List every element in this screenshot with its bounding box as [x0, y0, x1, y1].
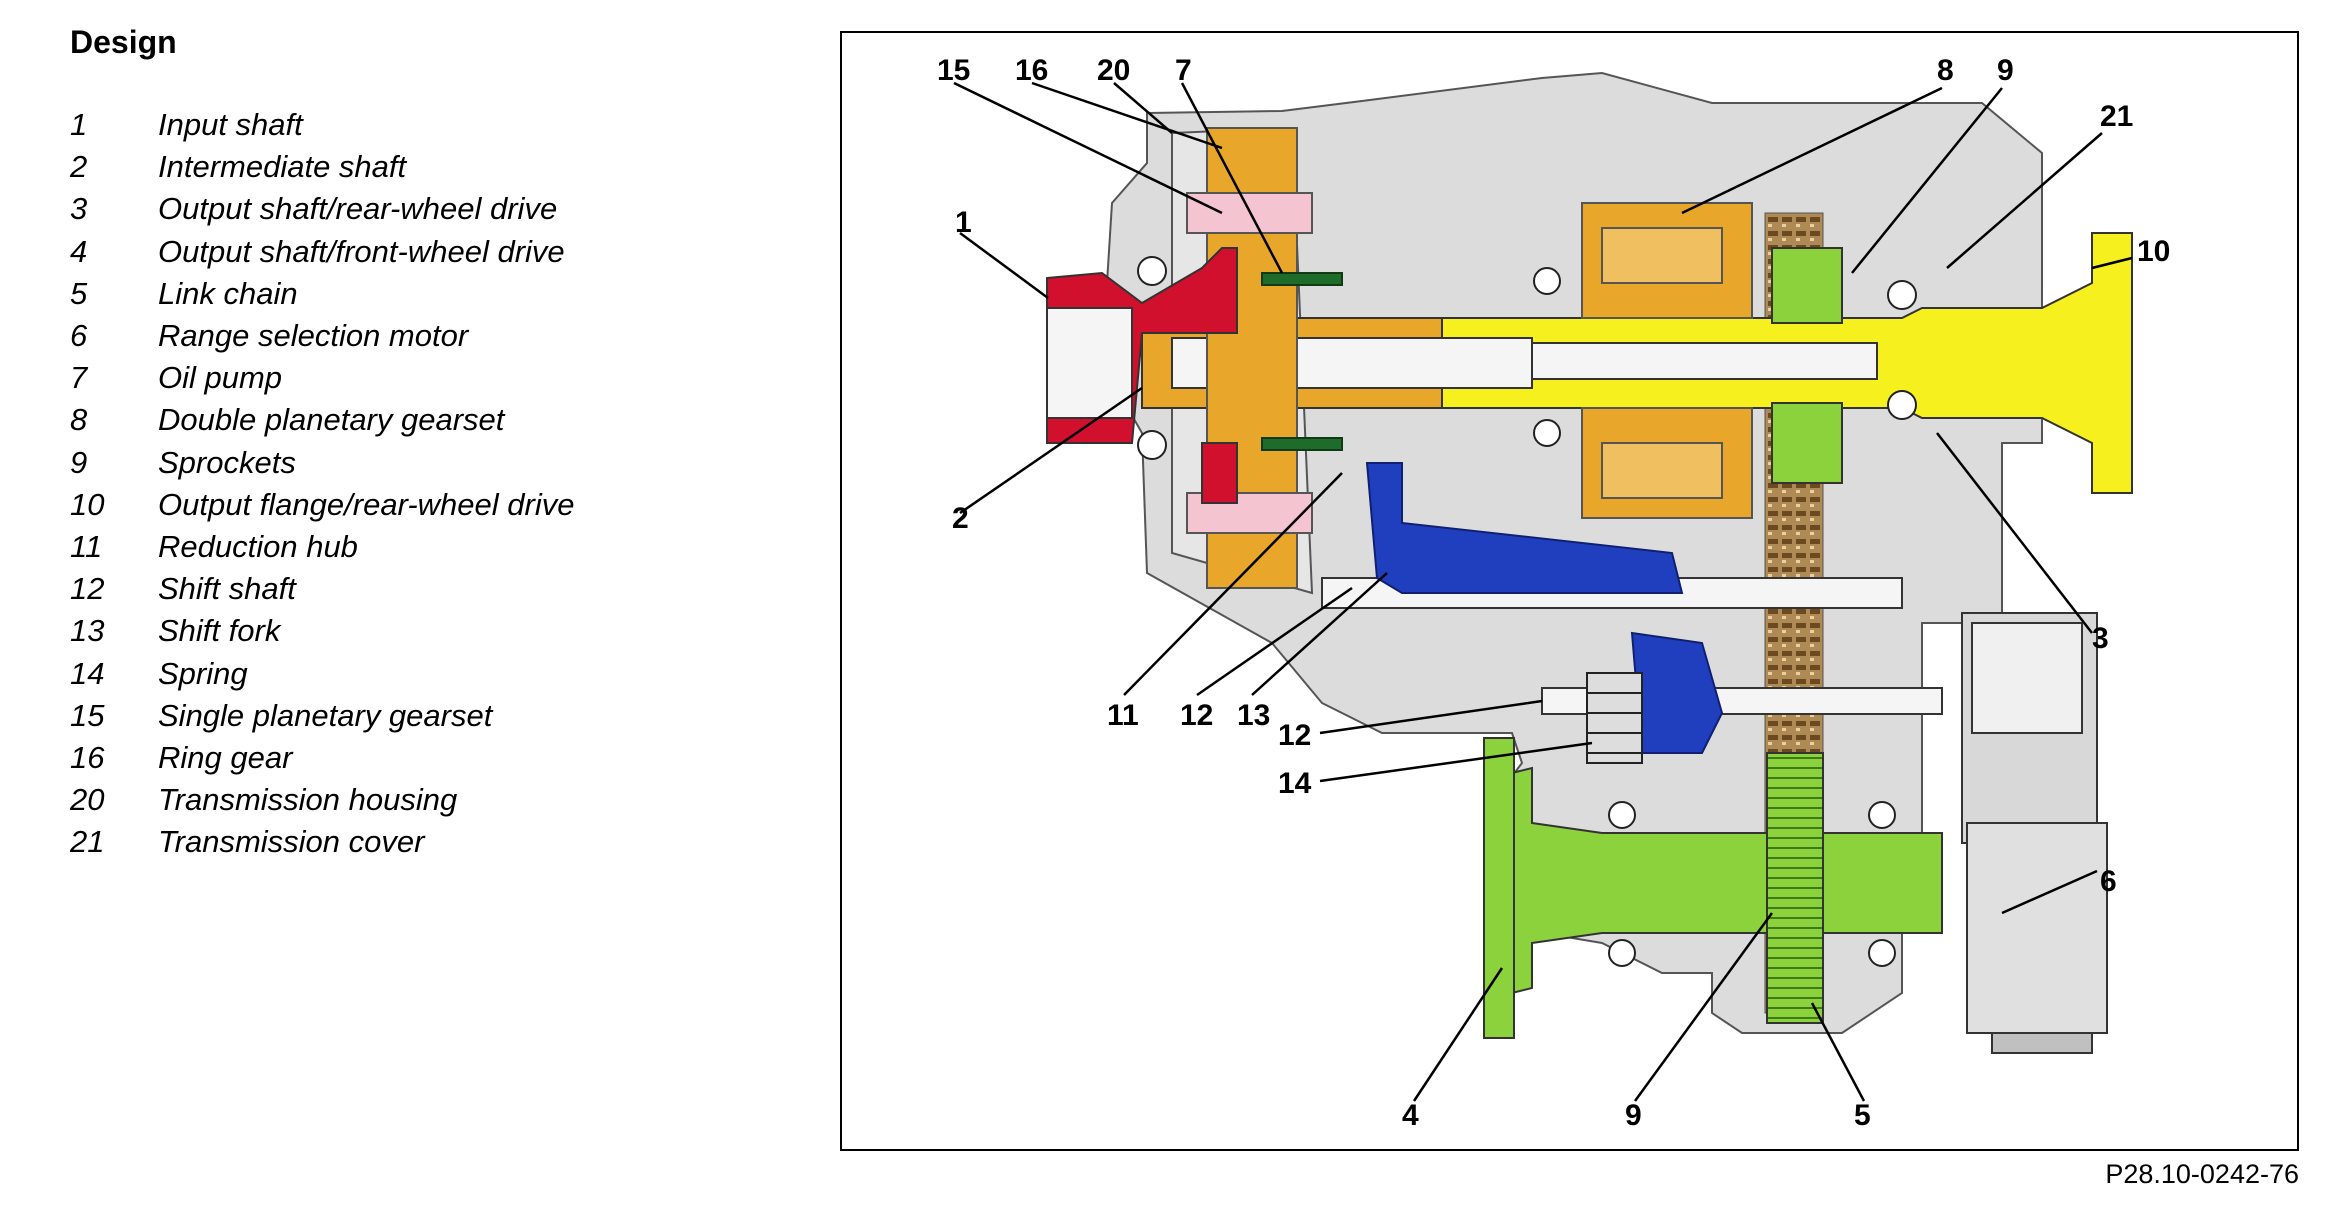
diagram-frame: 15 16 20 7 8 9 21 1 10 2 3 11 12 13 12 1… [840, 31, 2299, 1151]
callout-label: 15 [937, 54, 970, 87]
legend-number: 21 [70, 824, 105, 860]
legend-number: 9 [70, 444, 88, 480]
legend-number: 13 [70, 613, 105, 649]
legend-number: 11 [70, 528, 103, 564]
legend-number: 1 [70, 107, 88, 143]
legend-item: 14 Spring [70, 652, 574, 694]
input-shaft [1046, 247, 1238, 504]
legend-item: 20 Transmission housing [70, 779, 574, 821]
lower-bearings [1608, 801, 1896, 967]
legend-number: 16 [70, 739, 105, 775]
legend-label: Oil pump [158, 360, 283, 396]
callout-label: 16 [1015, 54, 1048, 87]
callout-label: 2 [952, 502, 969, 535]
legend-number: 14 [70, 655, 105, 691]
shift-fork [1365, 462, 1724, 754]
callout-label: 14 [1278, 767, 1312, 800]
legend-item: 9 Sprockets [70, 442, 574, 484]
upper-sprocket [1771, 247, 1843, 484]
callout-label: 4 [1402, 1099, 1419, 1132]
callout-label: 3 [2092, 622, 2109, 655]
legend-number: 6 [70, 318, 88, 354]
legend-label: Shift fork [158, 613, 281, 649]
transfer-case-cutaway: 15 16 20 7 8 9 21 1 10 2 3 11 12 13 12 1… [937, 54, 2170, 1132]
double-planetary-gearset [1581, 202, 1753, 519]
legend-item: 6 Range selection motor [70, 315, 574, 357]
legend-item: 15 Single planetary gearset [70, 695, 574, 737]
legend-label: Transmission housing [158, 782, 458, 818]
legend-item: 2 Intermediate shaft [70, 146, 574, 188]
legend-item: 7 Oil pump [70, 357, 574, 399]
callout-labels: 15 16 20 7 8 9 21 1 10 2 3 11 12 13 12 1… [937, 54, 2170, 1132]
legend-number: 15 [70, 697, 105, 733]
range-selection-motor [1961, 612, 2108, 1054]
figure-reference: P28.10-0242-76 [2105, 1159, 2299, 1189]
legend-item: 1 Input shaft [70, 104, 574, 146]
legend-item: 13 Shift fork [70, 610, 574, 652]
legend-number: 2 [70, 149, 88, 185]
legend-number: 4 [70, 233, 88, 269]
legend-label: Double planetary gearset [158, 402, 505, 438]
legend-label: Output shaft/rear-wheel drive [158, 191, 558, 227]
legend-item: 12 Shift shaft [70, 568, 574, 610]
legend-label: Sprockets [158, 444, 296, 480]
legend-number: 10 [70, 486, 105, 522]
legend-number: 12 [70, 571, 105, 607]
callout-label: 10 [2137, 235, 2170, 268]
callout-label: 20 [1097, 54, 1130, 87]
oil-pump [1261, 272, 1343, 451]
leader-lines [953, 81, 2133, 1102]
legend-label: Input shaft [158, 107, 303, 143]
legend-label: Spring [158, 655, 248, 691]
legend-label: Ring gear [158, 739, 293, 775]
legend-item: 11 Reduction hub [70, 526, 574, 568]
legend-label: Reduction hub [158, 528, 358, 564]
callout-label: 6 [2100, 865, 2117, 898]
legend-label: Shift shaft [158, 571, 296, 607]
legend-item: 16 Ring gear [70, 737, 574, 779]
legend-label: Range selection motor [158, 318, 469, 354]
legend-label: Intermediate shaft [158, 149, 407, 185]
callout-label: 12 [1180, 699, 1213, 732]
legend-label: Single planetary gearset [158, 697, 493, 733]
callout-label: 8 [1937, 54, 1954, 87]
legend-number: 3 [70, 191, 88, 227]
section-title: Design [70, 24, 177, 60]
legend-label: Output flange/rear-wheel drive [158, 486, 575, 522]
upper-bearings [1137, 256, 1917, 460]
legend-label: Transmission cover [158, 824, 425, 860]
callout-label: 9 [1625, 1099, 1642, 1132]
callout-label: 5 [1854, 1099, 1871, 1132]
callout-label: 11 [1107, 699, 1139, 732]
legend-item: 8 Double planetary gearset [70, 399, 574, 441]
spring [1586, 672, 1643, 764]
callout-label: 21 [2100, 100, 2133, 133]
callout-label: 1 [955, 206, 972, 239]
legend-item: 10 Output flange/rear-wheel drive [70, 484, 574, 526]
legend-label: Output shaft/front-wheel drive [158, 233, 565, 269]
legend-item: 3 Output shaft/rear-wheel drive [70, 188, 574, 230]
legend-item: 4 Output shaft/front-wheel drive [70, 231, 574, 273]
legend-label: Link chain [158, 275, 298, 311]
legend-number: 5 [70, 275, 88, 311]
callout-label: 7 [1175, 54, 1192, 87]
callout-label: 9 [1997, 54, 2014, 87]
legend-number: 20 [70, 782, 105, 818]
legend-item: 21 Transmission cover [70, 821, 574, 863]
legend-number: 8 [70, 402, 88, 438]
legend-item: 5 Link chain [70, 273, 574, 315]
callout-label: 12 [1278, 719, 1311, 752]
front-output-shaft [1483, 737, 1943, 1039]
callout-label: 13 [1237, 699, 1270, 732]
legend-number: 7 [70, 360, 88, 396]
